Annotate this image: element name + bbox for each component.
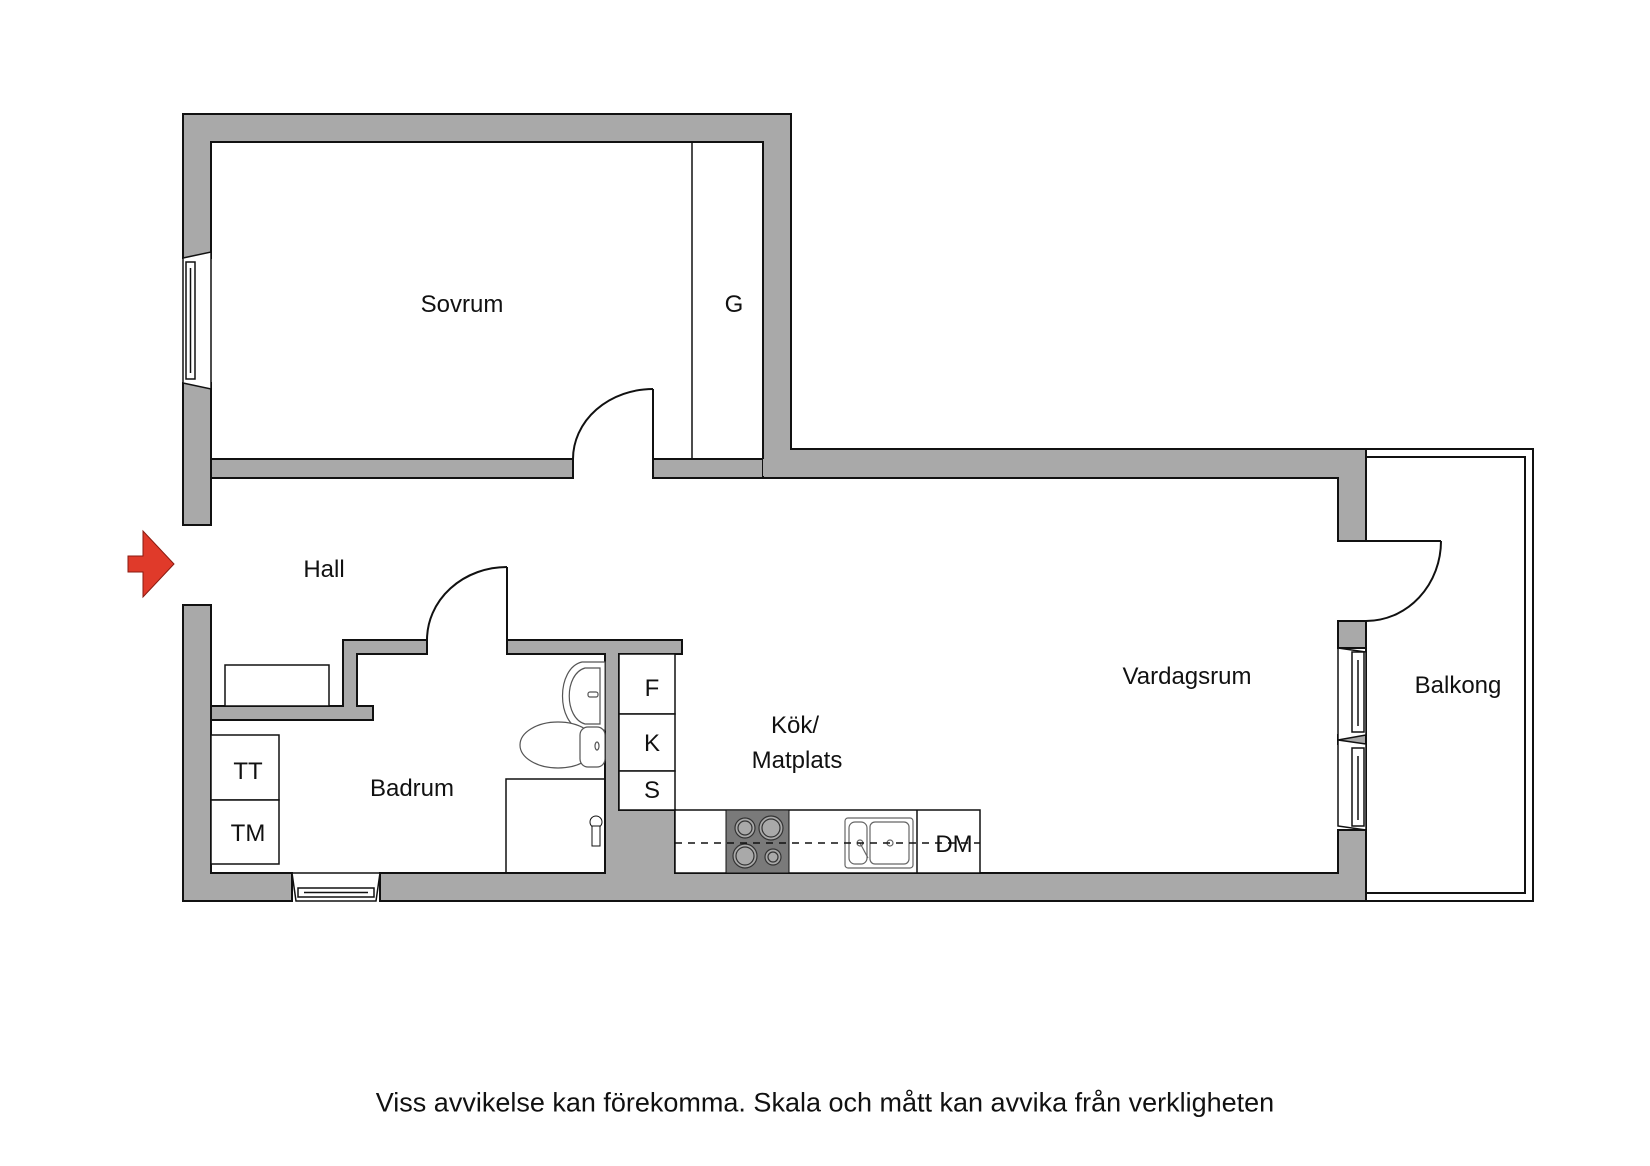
bathroom-window: [291, 872, 381, 902]
hall-shelf: [224, 664, 330, 707]
bedroom-door: [572, 388, 654, 460]
fixture-label-tm: TM: [230, 820, 266, 847]
disclaimer-text: Viss avvikelse kan förekomma. Skala och …: [375, 1087, 1275, 1118]
washer-dryer: [210, 734, 280, 865]
room-label-balkong: Balkong: [1414, 672, 1502, 699]
room-label-hall: Hall: [303, 556, 345, 583]
room-label-badrum: Badrum: [369, 775, 455, 802]
balcony-outline: [1366, 448, 1534, 902]
room-label-garderob: G: [724, 291, 744, 318]
room-label-sovrum: Sovrum: [420, 291, 504, 318]
room-label-vardagsrum: Vardagsrum: [1122, 663, 1252, 690]
bathroom-sink-icon: [562, 661, 606, 731]
bedroom-window: [182, 251, 212, 390]
stove-icon: [725, 809, 790, 874]
bedroom-walls: [182, 113, 792, 526]
fixture-label-tt: TT: [233, 758, 263, 785]
living-room-windows: [1337, 647, 1367, 831]
room-label-kok: Kök/: [770, 712, 820, 739]
room-label-matplats: Matplats: [751, 747, 843, 774]
balcony-door: [1338, 540, 1442, 622]
fridge-freezer-column: [618, 653, 676, 811]
fixture-label-k: K: [643, 730, 661, 757]
toilet-icon: [519, 721, 606, 769]
fixture-label-s: S: [643, 777, 661, 804]
fixture-label-f: F: [644, 675, 660, 702]
entrance-arrow-icon: [127, 529, 175, 599]
right-wall-lower-a: [1337, 620, 1367, 649]
shower-area: [505, 778, 605, 873]
kitchen-counter: [674, 809, 981, 874]
fixture-label-dm: DM: [935, 831, 973, 858]
shower-head-icon: [589, 815, 603, 847]
bathroom-door: [426, 566, 508, 641]
